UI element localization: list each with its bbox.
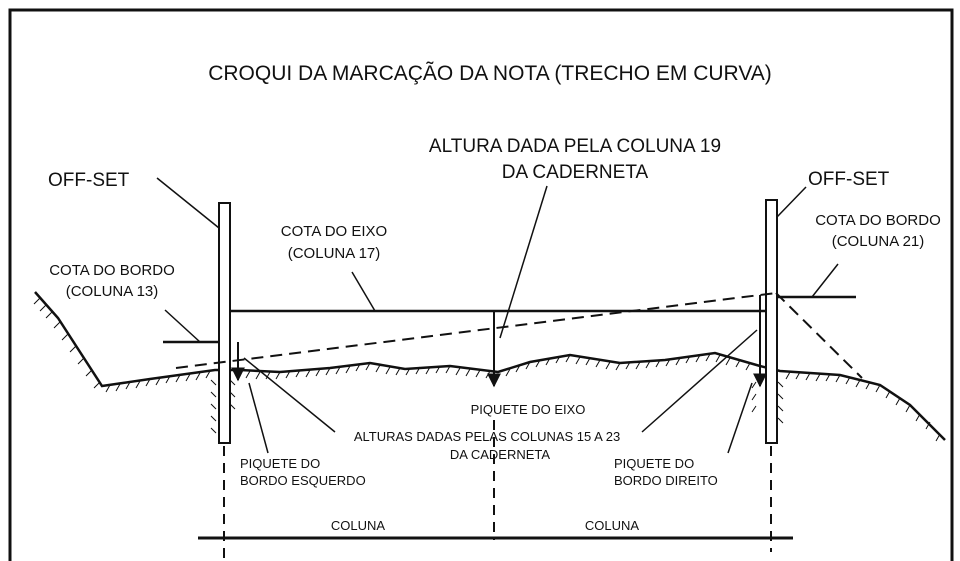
alturas-leader-right (641, 329, 758, 433)
frame-border (8, 8, 954, 561)
offset-left-leader (156, 177, 220, 229)
piquete-esq-label-1: PIQUETE DO (240, 456, 320, 471)
cota-eixo-label-1: COTA DO EIXO (281, 223, 387, 240)
left-stake-soil-hatch (210, 379, 236, 434)
alturas-leader-left (243, 357, 336, 433)
ground-hatch (33, 297, 941, 442)
left-offset-stake (218, 202, 231, 444)
alturas-label-1: ALTURAS DADAS PELAS COLUNAS 15 A 23 (354, 429, 620, 444)
diagram-title: CROQUI DA MARCAÇÃO DA NOTA (TRECHO EM CU… (208, 61, 772, 85)
cota-bordo-right-label-2: (COLUNA 21) (832, 233, 925, 250)
piquete-dir-label-1: PIQUETE DO (614, 456, 694, 471)
cota-eixo-label-2: (COLUNA 17) (288, 245, 381, 262)
dashed-slope-right (775, 292, 863, 379)
offset-left-label: OFF-SET (48, 170, 130, 191)
offset-right-label: OFF-SET (808, 169, 890, 190)
cota-bordo-left-leader (164, 309, 201, 343)
altura-label-1: ALTURA DADA PELA COLUNA 19 (429, 136, 721, 157)
dashed-grade-line (175, 292, 777, 369)
cota-bordo-right-leader (811, 263, 839, 298)
piquete-esq-leader (248, 382, 269, 454)
coluna-right-label: COLUNA (585, 518, 640, 533)
alturas-label-2: DA CADERNETA (450, 447, 550, 462)
right-offset-stake (765, 199, 778, 444)
ground-profile (34, 291, 946, 441)
coluna-left-label: COLUNA (331, 518, 386, 533)
cota-bordo-left-label-2: (COLUNA 13) (66, 283, 159, 300)
piquete-dir-label-2: BORDO DIREITO (614, 473, 718, 488)
cota-bordo-right-label-1: COTA DO BORDO (815, 212, 941, 229)
cota-eixo-leader (351, 271, 376, 312)
piquete-eixo-label: PIQUETE DO EIXO (471, 402, 586, 417)
offset-right-leader (776, 186, 807, 218)
altura-leader (499, 185, 548, 339)
piquete-dir-leader (727, 382, 753, 454)
piquete-esq-label-2: BORDO ESQUERDO (240, 473, 366, 488)
cota-bordo-left-label-1: COTA DO BORDO (49, 262, 175, 279)
altura-label-2: DA CADERNETA (502, 162, 649, 183)
